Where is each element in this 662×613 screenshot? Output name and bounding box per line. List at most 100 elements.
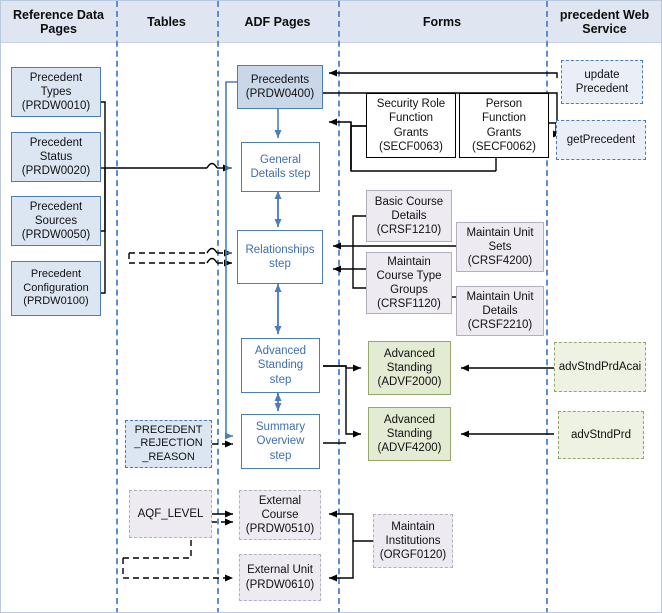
node-line: Advanced	[383, 347, 436, 360]
node-line: Summary	[255, 421, 306, 434]
node-line: (PRDW0050)	[21, 229, 91, 241]
node-line: Advanced	[383, 413, 436, 426]
node-line: Sources	[34, 214, 78, 227]
node-security-role-function-grants[interactable]: Security Role Function Grants (SECF0063)	[366, 93, 456, 158]
node-line: (CRSF2210)	[467, 319, 533, 331]
node-line: Precedent	[29, 200, 83, 213]
node-line: Groups	[390, 284, 428, 296]
node-line: Grants	[486, 126, 522, 139]
node-line: (PRDW0010)	[21, 100, 91, 112]
lane-header-reference-data-pages: Reference Data Pages	[12, 7, 104, 36]
node-line: Grants	[393, 126, 429, 139]
lane-header-adf-pages: ADF Pages	[244, 14, 311, 29]
lane-separator-3	[338, 1, 340, 612]
node-line: AQF_LEVEL	[137, 507, 204, 520]
node-line: (CRSF1120)	[377, 298, 441, 311]
node-line: Precedent	[29, 136, 83, 149]
node-line: Overview	[256, 435, 305, 448]
node-maintain-course-type-groups[interactable]: Maintain Course Type Groups (CRSF1120)	[366, 252, 452, 314]
node-precedent-types[interactable]: Precedent Types (PRDW0010)	[11, 67, 101, 117]
node-adv-stnd-prd[interactable]: advStndPrd	[558, 411, 644, 459]
node-line: Course Type	[376, 269, 442, 282]
node-line: Relationships	[245, 243, 315, 256]
lane-header-precedent-web-service: precedent Web Service	[559, 7, 650, 36]
node-line: Institutions	[385, 534, 441, 547]
node-maintain-institutions[interactable]: Maintain Institutions (ORGF0120)	[373, 514, 453, 568]
node-line: (PRDW0100)	[23, 295, 89, 308]
node-line: update	[584, 68, 620, 81]
node-update-precedent[interactable]: update Precedent	[561, 60, 643, 104]
node-line: (PRDW0610)	[245, 578, 315, 591]
node-summary-overview-step[interactable]: Summary Overview step	[241, 414, 320, 469]
node-line: Details step	[250, 168, 311, 180]
node-line: Security Role	[376, 98, 446, 111]
node-line: External	[258, 494, 302, 507]
lane-header-tables: Tables	[147, 14, 186, 29]
node-relationships-step[interactable]: Relationships step	[237, 230, 323, 284]
node-person-function-grants[interactable]: Person Function Grants (SECF0062)	[459, 93, 549, 158]
node-get-precedent[interactable]: getPrecedent	[556, 120, 646, 160]
node-precedent-sources[interactable]: Precedent Sources (PRDW0050)	[11, 196, 101, 246]
node-line: Standing	[386, 361, 433, 374]
node-adv-stnd-prd-acai[interactable]: advStndPrdAcai	[554, 342, 646, 392]
node-line: Course	[261, 508, 299, 521]
lane-separator-4	[546, 1, 548, 612]
node-line: _REJECTION	[134, 437, 203, 450]
node-precedent-configuration[interactable]: Precedent Configuration (PRDW0100)	[11, 261, 101, 316]
node-line: Status	[39, 150, 73, 163]
node-line: Types	[40, 85, 72, 98]
node-line: Standing	[386, 427, 433, 440]
node-line: Details	[482, 304, 518, 317]
node-line: step	[269, 373, 292, 386]
node-advanced-standing-advf2000[interactable]: Advanced Standing (ADVF2000)	[368, 341, 451, 395]
node-line: step	[269, 258, 291, 270]
node-line: Maintain	[391, 520, 435, 533]
node-line: PRECEDENT	[134, 423, 203, 436]
node-line: Details	[391, 209, 427, 222]
node-line: (CRSF4200)	[467, 255, 533, 267]
node-line: Precedents	[250, 73, 310, 86]
node-precedents[interactable]: Precedents (PRDW0400)	[237, 65, 323, 109]
node-line: advStndPrdAcai	[558, 360, 642, 373]
node-general-details-step[interactable]: General Details step	[241, 142, 320, 192]
node-line: getPrecedent	[566, 133, 636, 146]
node-line: (PRDW0020)	[21, 165, 91, 177]
node-line: Maintain	[387, 255, 431, 268]
lane-separator-1	[116, 1, 118, 612]
node-line: step	[269, 449, 292, 462]
node-line: Sets	[488, 240, 512, 253]
node-line: Maintain Unit	[466, 226, 534, 239]
node-line: (ADVF2000)	[377, 376, 442, 388]
node-line: Advanced	[254, 345, 307, 358]
lane-header-band	[1, 1, 661, 43]
node-line: Basic Course	[374, 195, 444, 208]
node-maintain-unit-details[interactable]: Maintain Unit Details (CRSF2210)	[456, 286, 544, 336]
node-advanced-standing-advf4200[interactable]: Advanced Standing (ADVF4200)	[368, 407, 451, 461]
node-aqf-level[interactable]: AQF_LEVEL	[129, 490, 212, 538]
node-line: Function	[388, 112, 434, 125]
node-basic-course-details[interactable]: Basic Course Details (CRSF1210)	[366, 190, 452, 242]
node-line: (SECF0062)	[472, 140, 536, 153]
node-line: _REASON	[142, 450, 195, 463]
node-line: (PRDW0510)	[245, 523, 315, 535]
node-precedent-rejection-reason[interactable]: PRECEDENT _REJECTION _REASON	[125, 420, 212, 468]
node-external-unit[interactable]: External Unit (PRDW0610)	[239, 554, 321, 601]
node-line: Configuration	[23, 281, 89, 294]
node-line: (ORGF0120)	[379, 549, 447, 561]
node-line: (CRSF1210)	[376, 224, 442, 236]
node-precedent-status[interactable]: Precedent Status (PRDW0020)	[11, 132, 101, 182]
node-line: Standing	[257, 359, 304, 372]
node-maintain-unit-sets[interactable]: Maintain Unit Sets (CRSF4200)	[456, 222, 544, 272]
node-line: (ADVF4200)	[377, 442, 442, 454]
node-line: advStndPrd	[570, 428, 632, 441]
node-line: Precedent	[29, 71, 83, 84]
node-line: Function	[481, 112, 527, 125]
node-external-course[interactable]: External Course (PRDW0510)	[239, 490, 321, 540]
node-advanced-standing-step[interactable]: Advanced Standing step	[241, 338, 320, 393]
lane-separator-2	[217, 1, 219, 612]
node-line: General	[260, 153, 301, 166]
node-line: Maintain Unit	[466, 290, 534, 303]
node-line: External Unit	[247, 564, 313, 577]
node-line: Precedent	[30, 268, 82, 281]
